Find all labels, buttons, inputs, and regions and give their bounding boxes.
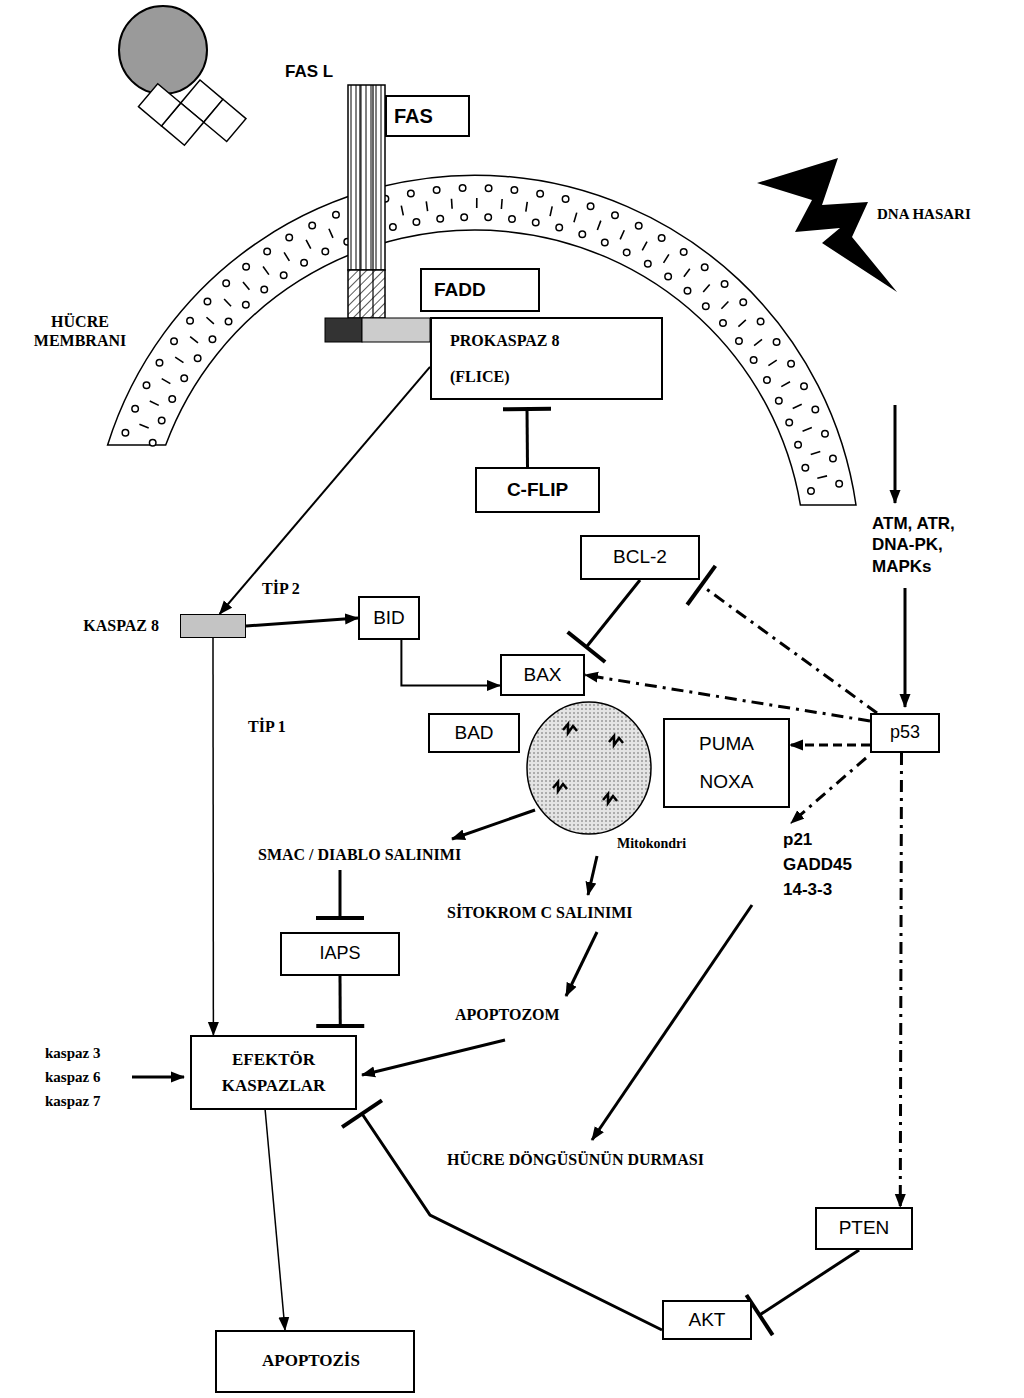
inhibition-line	[586, 580, 640, 647]
inhibition-line	[339, 870, 342, 918]
complex-label: APOPTOZOM	[455, 1005, 560, 1024]
release-arrow	[452, 810, 535, 839]
inhibition-line	[526, 409, 529, 467]
cristae-mark	[603, 794, 617, 803]
kinase-label: ATM, ATR, DNA-PK, MAPKs	[872, 513, 980, 577]
protein-box: PUMA NOXA	[663, 718, 790, 808]
box-label: PROKASPAZ 8 (FLICE)	[450, 323, 595, 393]
box-label: BAD	[454, 722, 493, 745]
lightning-symbol	[757, 158, 897, 292]
pathway-type-label: TİP 2	[262, 580, 300, 598]
inhibition-line	[362, 1114, 662, 1330]
box-label: KASPAZ 8	[83, 616, 159, 635]
ligand-chain	[138, 61, 246, 165]
outcome-box: APOPTOZİS	[215, 1330, 415, 1393]
lipid-heads	[153, 217, 812, 495]
ligand-label: FAS L	[285, 62, 333, 82]
activation-arrow	[904, 588, 907, 707]
receptor	[372, 85, 373, 318]
stimulus-label: DNA HASARI	[877, 205, 971, 223]
lipid-heads	[125, 188, 840, 489]
inhibitor-box: C-FLIP	[475, 467, 600, 513]
box-label: C-FLIP	[507, 479, 568, 502]
lipid-tails	[140, 203, 826, 492]
cell-membrane	[108, 175, 856, 505]
activation-arrow	[362, 1040, 505, 1075]
death-domain	[325, 318, 362, 342]
activation-arrow	[790, 744, 870, 747]
box-label: BAX	[523, 664, 561, 687]
protein-box: p53	[870, 713, 940, 753]
box-label: PTEN	[839, 1217, 890, 1240]
cristae-mark	[553, 782, 567, 791]
activation-arrow	[585, 675, 870, 721]
process-label: HÜCRE DÖNGÜSÜNÜN DURMASI	[447, 1150, 704, 1169]
activation-arrow	[265, 1110, 285, 1330]
box-label: PUMA NOXA	[687, 725, 767, 801]
mitochondrion-outline	[527, 702, 651, 834]
activation-arrow	[894, 405, 897, 503]
protein-box: BCL-2	[580, 535, 700, 580]
cristae-mark	[609, 736, 623, 745]
lipid-heads	[153, 217, 812, 495]
enzyme-label: kaspaz 7	[45, 1092, 100, 1110]
box-label: FAS	[394, 104, 433, 128]
box-label: BCL-2	[613, 546, 667, 569]
activation-arrow	[592, 905, 752, 1140]
box-label: EFEKTÖR KASPAZLAR	[209, 1047, 339, 1098]
protein-box: BAX	[500, 654, 585, 696]
ligand-circle	[119, 6, 207, 94]
receptor-box: FAS	[385, 95, 470, 137]
release-arrow	[588, 856, 597, 895]
activation-arrow	[246, 618, 358, 626]
box-label: FADD	[434, 279, 486, 302]
protein-box: PTEN	[815, 1207, 913, 1250]
enzyme-label: kaspaz 6	[45, 1068, 100, 1086]
mitochondrion-outline	[525, 700, 653, 836]
process-label: SMAC / DIABLO SALINIMI	[258, 845, 461, 864]
protein-box: BAD	[428, 713, 520, 753]
receptor	[359, 85, 360, 318]
protein-label: GADD45	[783, 855, 852, 875]
box-label: APOPTOZİS	[262, 1351, 360, 1371]
inhibition-line	[339, 976, 342, 1026]
mitochondrion: Mitokondri	[525, 700, 653, 836]
activation-arrow	[212, 638, 214, 1035]
death-effector-domain	[362, 318, 430, 342]
cristae-mark	[563, 724, 577, 733]
enzyme-label: kaspaz 3	[45, 1044, 100, 1062]
activation-arrow	[791, 758, 866, 823]
structure-label: HÜCRE MEMBRANI	[20, 312, 140, 350]
box-label: IAPS	[319, 943, 360, 965]
inhibition-line	[760, 1250, 860, 1315]
pathway-type-label: TİP 1	[248, 718, 286, 736]
adaptor-box: FADD	[420, 268, 540, 312]
activation-arrow	[220, 367, 430, 614]
box-label: p53	[890, 722, 920, 744]
receptor	[348, 270, 385, 318]
receptor	[348, 85, 385, 270]
protein-label: p21	[783, 830, 812, 850]
box-label: AKT	[689, 1309, 726, 1332]
box-label: Mitokondri	[617, 836, 686, 853]
enzyme-bar: KASPAZ 8	[180, 614, 246, 638]
protein-box: BID	[358, 596, 420, 640]
activation-arrow	[900, 753, 901, 1207]
protein-label: 14-3-3	[783, 880, 832, 900]
activation-arrow	[132, 1076, 184, 1079]
protein-box: IAPS	[280, 932, 400, 976]
process-label: SİTOKROM C SALINIMI	[447, 903, 633, 922]
lipid-heads	[125, 188, 840, 489]
box-label: BID	[373, 607, 405, 630]
activation-arrow	[401, 640, 500, 686]
protein-box: AKT	[662, 1300, 752, 1340]
enzyme-box: PROKASPAZ 8 (FLICE)	[430, 317, 663, 400]
activation-arrow	[566, 932, 597, 996]
process-box: EFEKTÖR KASPAZLAR	[190, 1035, 357, 1110]
inhibition-line	[701, 585, 877, 713]
